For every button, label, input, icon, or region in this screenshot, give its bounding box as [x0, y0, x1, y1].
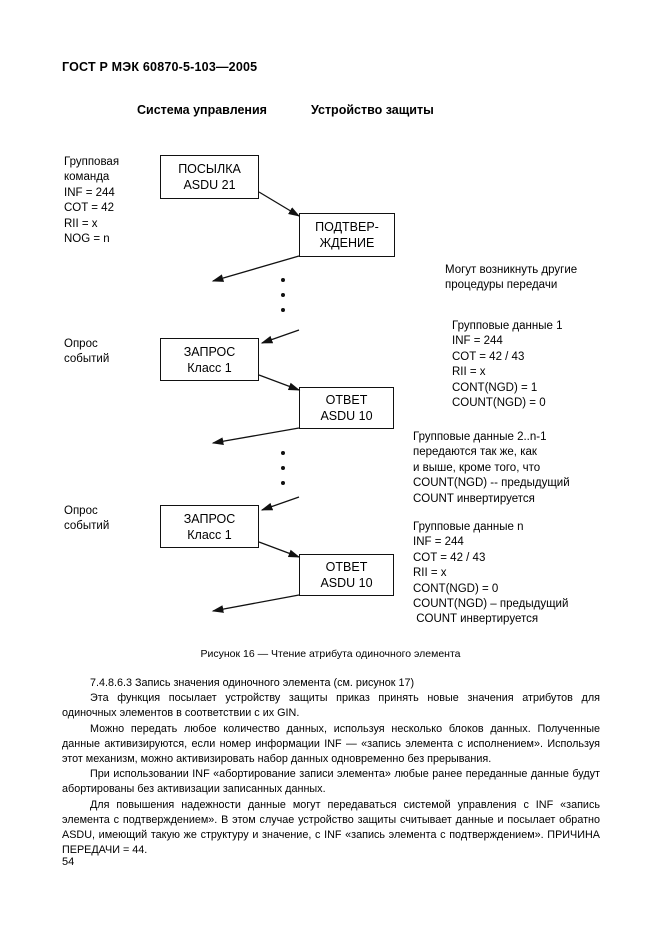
paragraph-1: Эта функция посылает устройству защиты п… — [62, 692, 600, 720]
arrow-answer-b-to-left — [211, 594, 300, 613]
box-answer-asdu10-a-line2: ASDU 10 — [320, 409, 373, 423]
note-group-data-1: Групповые данные 1 INF = 244 COT = 42 / … — [452, 320, 563, 410]
ellipsis-dot — [281, 481, 285, 485]
arrow-into-request-a — [260, 329, 300, 344]
box-answer-asdu10-b: ОТВЕТ ASDU 10 — [299, 554, 394, 596]
box-request-class1-b-line1: ЗАПРОС — [183, 511, 236, 526]
ellipsis-dot — [281, 466, 285, 470]
arrow-request-to-answer-b — [258, 541, 301, 558]
box-answer-asdu10-a-line1: ОТВЕТ — [325, 393, 368, 407]
box-request-class1-a-line1: ЗАПРОС — [183, 344, 236, 359]
left-label-event-poll-2: Опрос событий — [64, 505, 110, 533]
left-label-event-poll-1: Опрос событий — [64, 338, 110, 366]
box-confirmation-line2: ЖДЕНИЕ — [319, 236, 375, 250]
box-answer-asdu10-a: ОТВЕТ ASDU 10 — [299, 387, 394, 429]
ellipsis-dot — [281, 293, 285, 297]
paragraph-4: Для повышения надежности данные могут пе… — [62, 798, 600, 857]
box-confirmation: ПОДТВЕР- ЖДЕНИЕ — [299, 213, 395, 257]
box-request-class1-b-line2: Класс 1 — [187, 527, 232, 542]
figure-caption: Рисунок 16 — Чтение атрибута одиночного … — [200, 648, 461, 660]
standard-header: ГОСТ Р МЭК 60870-5-103—2005 — [62, 60, 258, 74]
box-send-asdu21: ПОСЫЛКА ASDU 21 — [160, 155, 259, 199]
column-title-protection-device: Устройство защиты — [311, 103, 434, 117]
note-other-procedures: Могут возникнуть другие процедуры переда… — [445, 264, 578, 292]
box-answer-asdu10-b-line2: ASDU 10 — [320, 576, 373, 590]
ellipsis-dot — [281, 278, 285, 282]
ellipsis-dots-1 — [281, 278, 289, 323]
note-group-data-2n1: Групповые данные 2..n-1 передаются так ж… — [413, 431, 570, 505]
box-confirmation-line1: ПОДТВЕР- — [315, 220, 379, 234]
page-number: 54 — [62, 856, 75, 868]
arrow-into-request-b — [260, 496, 300, 511]
ellipsis-dot — [281, 451, 285, 455]
ellipsis-dots-2 — [281, 451, 289, 496]
paragraph-3: При использовании INF «абортирование зап… — [62, 768, 600, 796]
box-answer-asdu10-b-line1: ОТВЕТ — [325, 560, 368, 574]
body-text: 7.4.8.6.3 Запись значения одиночного эле… — [62, 676, 600, 858]
column-title-control-system: Система управления — [137, 103, 267, 117]
box-request-class1-a: ЗАПРОС Класс 1 — [160, 338, 259, 381]
box-request-class1-a-line2: Класс 1 — [187, 360, 232, 375]
arrow-send-to-confirm — [258, 191, 301, 217]
arrow-request-to-answer-a — [258, 374, 301, 391]
ellipsis-dot — [281, 308, 285, 312]
box-request-class1-b: ЗАПРОС Класс 1 — [160, 505, 259, 548]
paragraph-2: Можно передать любое количество данных, … — [62, 722, 600, 766]
arrow-answer-a-to-left — [211, 427, 300, 446]
note-group-data-n: Групповые данные n INF = 244 COT = 42 / … — [413, 521, 569, 626]
box-send-asdu21-line1: ПОСЫЛКА — [178, 162, 241, 176]
left-label-group-command: Групповая команда INF = 244 COT = 42 RII… — [64, 156, 120, 246]
section-heading: 7.4.8.6.3 Запись значения одиночного эле… — [90, 677, 415, 689]
box-send-asdu21-line2: ASDU 21 — [183, 178, 236, 192]
